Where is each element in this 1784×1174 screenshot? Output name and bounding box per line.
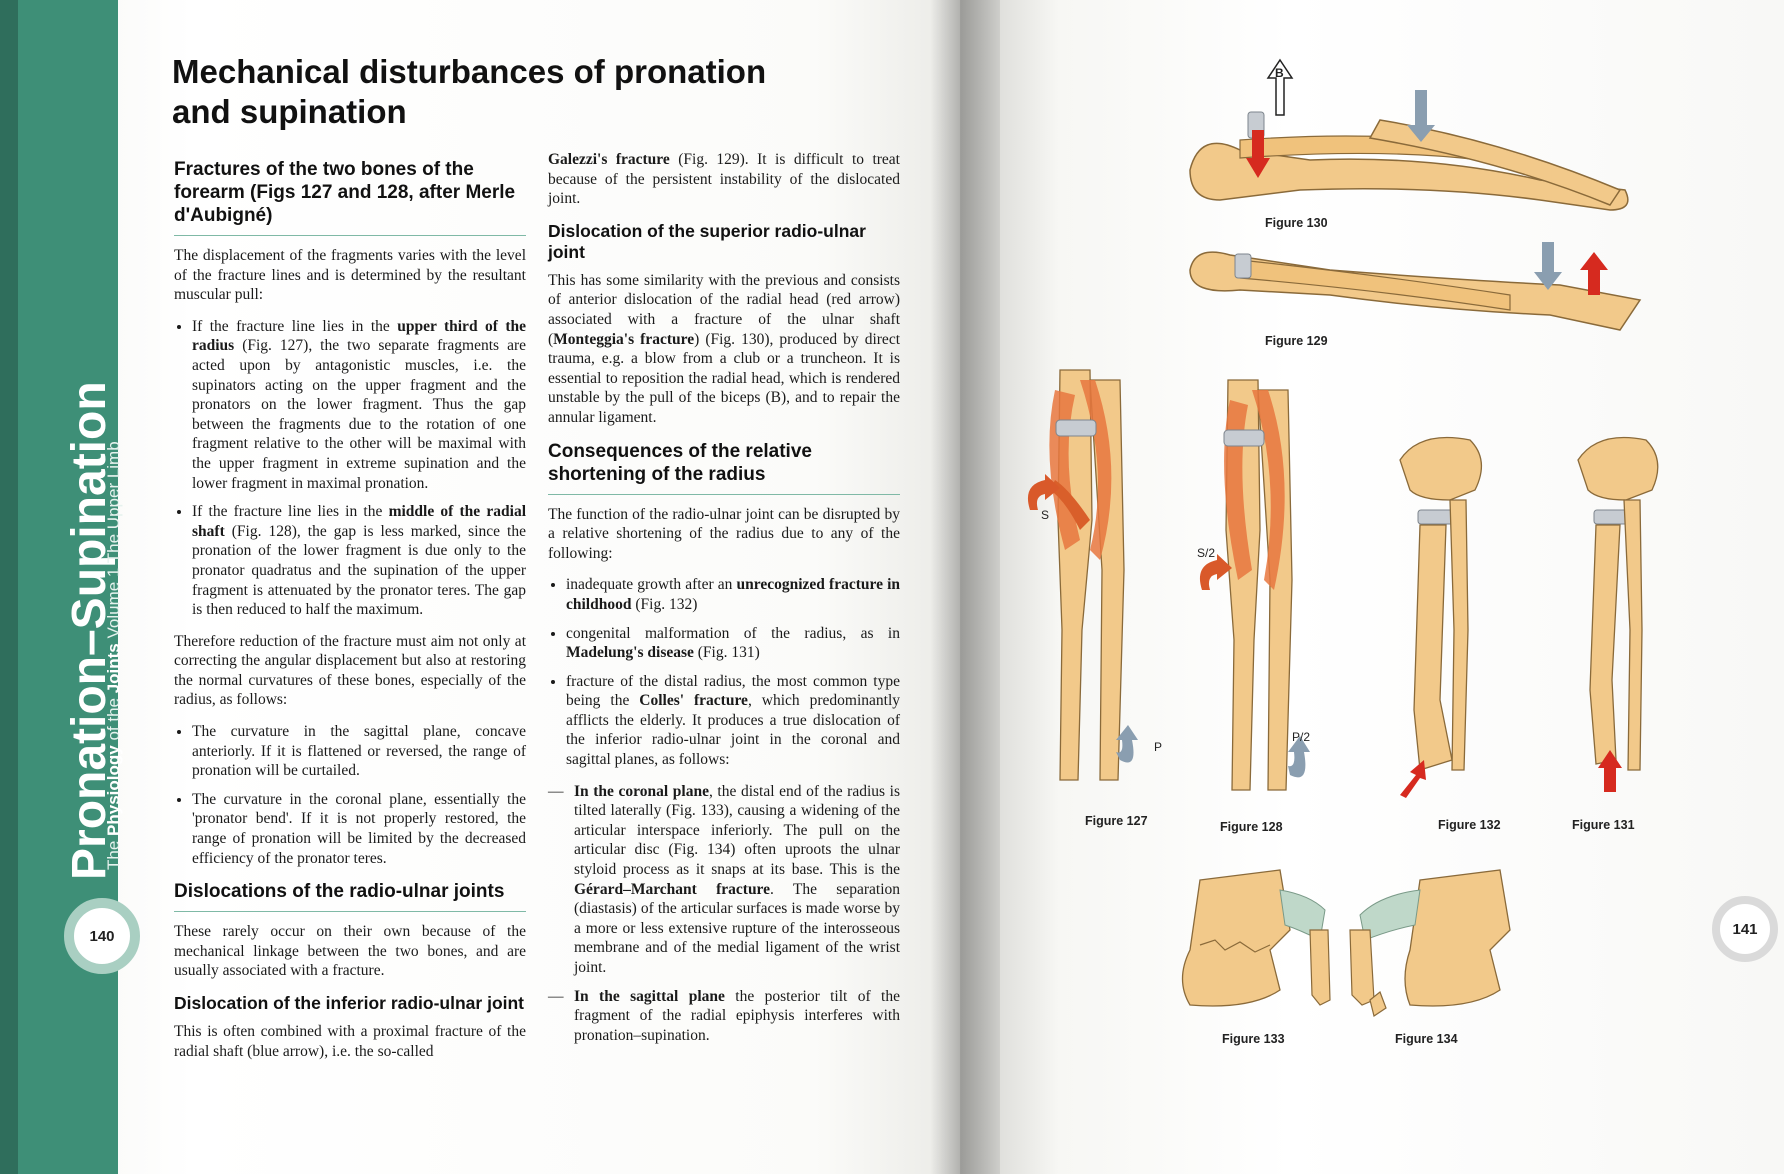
figure-129-illustration — [1189, 242, 1642, 331]
list-item: In the coronal plane, the distal end of … — [548, 782, 900, 978]
reduction-paragraph: Therefore reduction of the fracture must… — [174, 632, 526, 709]
list-item: The curvature in the coronal plane, esse… — [192, 790, 526, 868]
figure-128-label: Figure 128 — [1220, 820, 1283, 834]
book-gutter-shadow — [930, 0, 1000, 1174]
fractures-intro: The displacement of the fragments varies… — [174, 247, 526, 304]
consequences-paragraph: The function of the radio-ulnar joint ca… — [548, 505, 900, 562]
dislocations-paragraph: These rarely occur on their own because … — [174, 923, 526, 980]
figure-128-illustration — [1199, 379, 1310, 791]
figure-132-illustration — [1399, 436, 1482, 798]
figure-133-illustration — [1181, 869, 1331, 1007]
figure-132-label: Figure 132 — [1438, 818, 1501, 832]
label-S2: S/2 — [1197, 546, 1216, 560]
page-number-right: 141 — [1712, 896, 1778, 962]
page-title: Mechanical disturbances of pronation and… — [172, 53, 767, 130]
label-S: S — [1041, 508, 1050, 522]
curvature-list: The curvature in the sagittal plane, con… — [174, 722, 526, 868]
figure-130-illustration — [1189, 58, 1629, 211]
list-item: The curvature in the sagittal plane, con… — [192, 722, 526, 781]
galezzi-paragraph: Galezzi's fracture (Fig. 129). It is dif… — [548, 151, 900, 208]
figure-131-label: Figure 131 — [1572, 818, 1635, 832]
left-page: Pronation–Supination The Physiology of t… — [0, 0, 960, 1174]
inferior-dislocation-heading: Dislocation of the inferior radio-ulnar … — [174, 993, 525, 1013]
list-item: If the fracture line lies in the middle … — [192, 502, 526, 620]
colles-list: In the coronal plane, the distal end of … — [548, 782, 900, 1046]
inferior-dislocation-paragraph: This is often combined with a proximal f… — [174, 1023, 526, 1060]
fracture-list: If the fracture line lies in the upper t… — [174, 317, 526, 620]
right-page: 141 B Figure 130 Figure 129 — [960, 0, 1784, 1174]
consequences-list: inadequate growth after an unrecognized … — [548, 575, 900, 769]
label-P: P — [1154, 740, 1163, 754]
label-B: B — [1275, 66, 1284, 80]
list-item: If the fracture line lies in the upper t… — [192, 317, 526, 493]
text-column-2: Galezzi's fracture (Fig. 129). It is dif… — [548, 150, 900, 1057]
figure-134-label: Figure 134 — [1395, 1032, 1458, 1046]
chapter-band — [0, 0, 118, 1174]
dislocations-heading: Dislocations of the radio-ulnar joints — [174, 880, 526, 913]
book-side-subtitle: The Physiology of the Joints Volume 1 Th… — [104, 441, 123, 870]
superior-dislocation-heading: Dislocation of the superior radio-ulnar … — [548, 220, 866, 262]
list-item: In the sagittal plane the posterior tilt… — [548, 987, 900, 1046]
text-column-1: Fractures of the two bones of the forear… — [174, 158, 526, 1073]
figure-134-illustration — [1349, 869, 1511, 1017]
page-number-left: 140 — [64, 898, 140, 974]
superior-dislocation-paragraph: This has some similarity with the previo… — [548, 271, 900, 426]
figure-133-label: Figure 133 — [1222, 1032, 1285, 1046]
fractures-heading: Fractures of the two bones of the forear… — [174, 158, 526, 236]
figure-127-illustration — [1027, 369, 1138, 781]
figure-129-label: Figure 129 — [1265, 334, 1328, 348]
list-item: inadequate growth after an unrecognized … — [566, 575, 900, 614]
list-item: fracture of the distal radius, the most … — [566, 672, 900, 770]
label-P2: P/2 — [1292, 730, 1311, 744]
figure-130-label: Figure 130 — [1265, 216, 1328, 230]
figure-127-label: Figure 127 — [1085, 814, 1148, 828]
list-item: congenital malformation of the radius, a… — [566, 624, 900, 663]
consequences-heading: Consequences of the relative shortening … — [548, 440, 900, 495]
figure-131-illustration — [1577, 436, 1659, 792]
